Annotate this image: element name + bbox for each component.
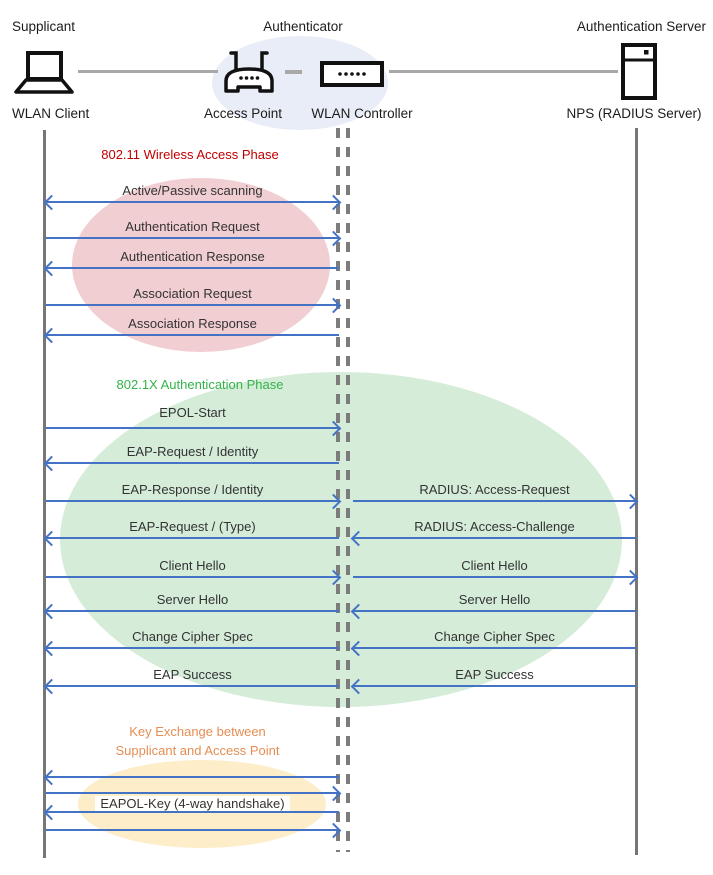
phase-title-key-exchange-line2: Supplicant and Access Point <box>115 743 280 758</box>
arrow-right <box>45 569 342 586</box>
arrow-left <box>43 327 340 344</box>
wlan-controller-icon <box>320 61 384 92</box>
message-server-hello-right: Server Hello <box>350 592 637 620</box>
connector-ap-controller <box>285 70 302 74</box>
message-association-response: Association Response <box>43 316 340 344</box>
arrow-right <box>45 230 342 247</box>
phase-80211-ellipse <box>72 178 330 352</box>
message-epol-start: EPOL-Start <box>45 405 342 437</box>
message-eap-request-identity: EAP-Request / Identity <box>43 444 340 472</box>
message-label: Authentication Request <box>125 219 260 234</box>
message-label: Association Request <box>133 286 252 301</box>
device-label-access-point: Access Point <box>203 106 283 121</box>
message-radius-access-challenge: RADIUS: Access-Challenge <box>350 519 637 547</box>
message-eapol-key-arrow-1 <box>43 769 340 786</box>
device-label-wlan-client: WLAN Client <box>12 106 90 121</box>
arrow-right <box>352 569 639 586</box>
phase-title-key-exchange-line1: Key Exchange between <box>129 724 266 739</box>
message-label: EAP-Response / Identity <box>121 482 264 497</box>
arrow-right <box>45 297 342 314</box>
arrow-right <box>352 493 639 510</box>
arrow-left <box>43 678 340 695</box>
message-label: RADIUS: Access-Request <box>419 482 570 497</box>
message-authentication-response: Authentication Response <box>43 249 340 277</box>
message-label: Change Cipher Spec <box>434 629 555 644</box>
arrow-right <box>45 420 342 437</box>
lifeline-wlan-controller-right <box>346 128 350 852</box>
message-association-request: Association Request <box>45 286 342 314</box>
arrow-left <box>43 530 340 547</box>
message-active-passive-scanning: Active/Passive scanning <box>43 183 342 211</box>
message-label: EPOL-Start <box>159 405 226 420</box>
arrow-right <box>45 822 342 839</box>
role-label-authenticator: Authenticator <box>263 19 343 34</box>
arrow-left <box>43 769 340 786</box>
role-label-supplicant: Supplicant <box>12 19 76 34</box>
message-change-cipher-spec-left: Change Cipher Spec <box>43 629 340 657</box>
arrow-left <box>43 455 340 472</box>
phase-title-80211: 802.11 Wireless Access Phase <box>101 147 279 162</box>
arrow-left <box>43 260 340 277</box>
message-eapol-key-arrow-2 <box>45 785 342 802</box>
message-server-hello-left: Server Hello <box>43 592 340 620</box>
message-client-hello-left: Client Hello <box>45 558 342 586</box>
laptop-icon <box>13 50 75 100</box>
role-label-authentication-server: Authentication Server <box>576 19 706 34</box>
message-eap-success-left: EAP Success <box>43 667 340 695</box>
message-eapol-key-handshake: EAPOL-Key (4-way handshake) <box>43 796 340 821</box>
access-point-icon <box>220 45 278 101</box>
message-label: EAP Success <box>153 667 232 682</box>
arrow-right <box>45 493 342 510</box>
message-client-hello-right: Client Hello <box>352 558 639 586</box>
message-eapol-key-arrow-4 <box>45 822 342 839</box>
message-label: RADIUS: Access-Challenge <box>414 519 575 534</box>
device-label-wlan-controller: WLAN Controller <box>311 106 413 121</box>
arrow-left <box>350 678 637 695</box>
message-label: EAP-Request / (Type) <box>129 519 256 534</box>
phase-title-key-exchange: Key Exchange between Supplicant and Acce… <box>45 722 350 760</box>
message-label: EAPOL-Key (4-way handshake) <box>45 796 340 812</box>
message-label: EAP-Request / Identity <box>126 444 259 459</box>
lifeline-wlan-client <box>43 130 46 858</box>
server-icon <box>620 42 658 106</box>
message-label: Association Response <box>128 316 257 331</box>
message-label: Client Hello <box>159 558 226 573</box>
arrow-left <box>350 640 637 657</box>
message-label: Authentication Response <box>120 249 265 264</box>
connector-controller-server <box>389 70 618 73</box>
message-eap-success-right: EAP Success <box>350 667 637 695</box>
arrow-left <box>350 530 637 547</box>
message-label: Server Hello <box>156 592 229 607</box>
arrow-left <box>350 603 637 620</box>
message-label: Change Cipher Spec <box>132 629 253 644</box>
message-label-text: EAPOL-Key (4-way handshake) <box>95 796 290 811</box>
arrow-right <box>45 785 342 802</box>
arrow-left <box>43 603 340 620</box>
message-label: Server Hello <box>458 592 531 607</box>
lifeline-nps-server <box>635 128 638 855</box>
message-eap-request-type: EAP-Request / (Type) <box>43 519 340 547</box>
arrow-left <box>43 804 340 821</box>
message-change-cipher-spec-right: Change Cipher Spec <box>350 629 637 657</box>
message-authentication-request: Authentication Request <box>45 219 342 247</box>
message-eap-response-identity: EAP-Response / Identity <box>45 482 342 510</box>
message-radius-access-request: RADIUS: Access-Request <box>352 482 639 510</box>
message-label: EAP Success <box>455 667 534 682</box>
phase-title-8021x: 802.1X Authentication Phase <box>116 377 284 392</box>
lifeline-wlan-controller-left <box>336 128 340 852</box>
device-label-nps-server: NPS (RADIUS Server) <box>566 106 702 121</box>
arrow-left <box>43 640 340 657</box>
arrow-both <box>43 194 342 211</box>
message-label: Client Hello <box>461 558 528 573</box>
connector-client-ap <box>78 70 218 73</box>
message-label: Active/Passive scanning <box>122 183 263 198</box>
